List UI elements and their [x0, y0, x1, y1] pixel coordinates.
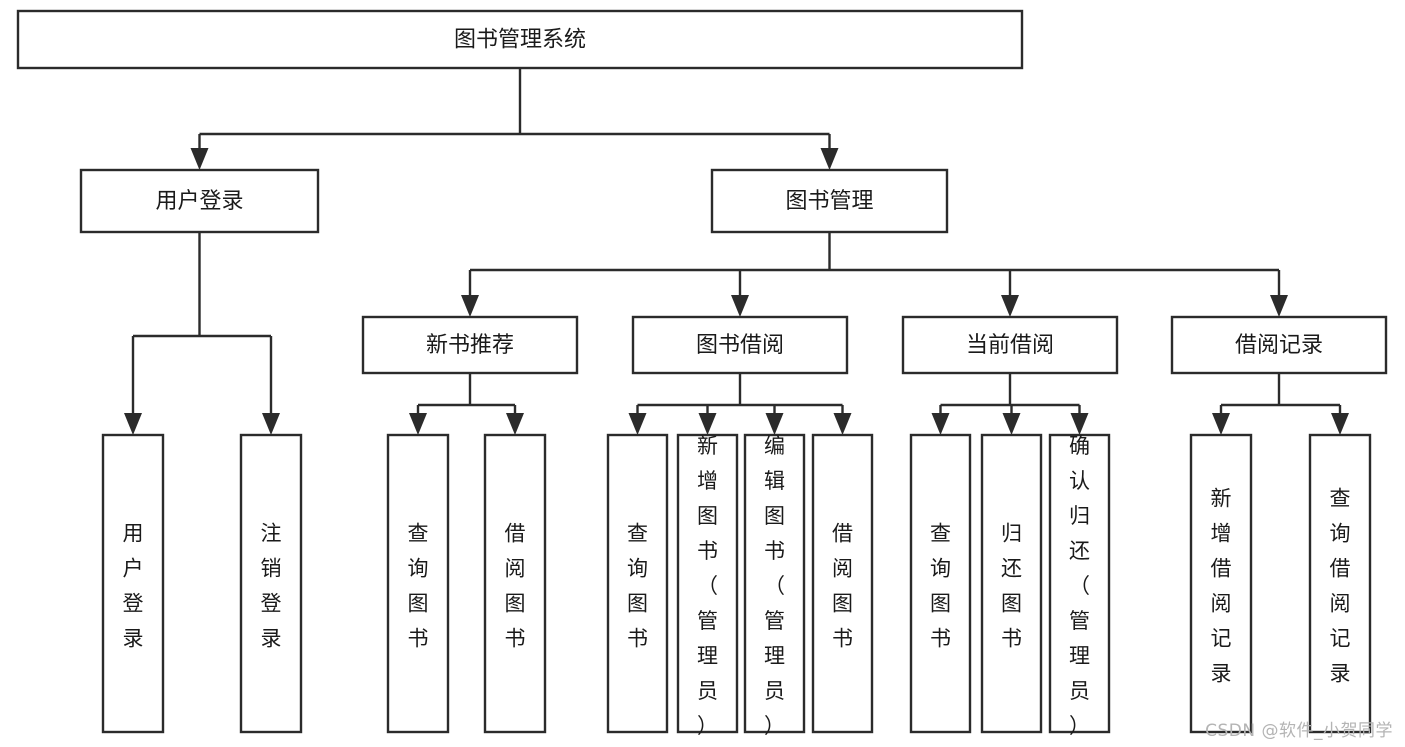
- arrow-head-icon: [506, 413, 524, 435]
- node-label: 注销登录: [261, 522, 282, 651]
- node-leaf-query-record[interactable]: 查询借阅记录: [1308, 433, 1372, 734]
- node-box: [483, 433, 547, 734]
- node-label: 图书管理: [785, 189, 873, 214]
- node-label: 查询图书: [930, 522, 951, 651]
- node-box: [631, 315, 849, 375]
- node-label: 新增图书（管理员）: [697, 434, 718, 738]
- node-box: [1048, 433, 1111, 734]
- node-box: [980, 433, 1043, 734]
- node-label: 新增借阅记录: [1211, 487, 1232, 686]
- node-box: [1308, 433, 1372, 734]
- node-box: [909, 433, 972, 734]
- node-box: [811, 433, 874, 734]
- node-box: [1189, 433, 1253, 734]
- arrow-head-icon: [1270, 295, 1288, 317]
- node-box: [676, 433, 739, 734]
- node-book-borrow[interactable]: 图书借阅: [631, 315, 849, 375]
- arrow-head-icon: [833, 413, 852, 435]
- arrow-head-icon: [820, 148, 839, 170]
- node-label: 查询图书: [408, 522, 429, 651]
- arrow-head-icon: [1070, 413, 1089, 435]
- node-box: [901, 315, 1119, 375]
- node-current-borrow[interactable]: 当前借阅: [901, 315, 1119, 375]
- node-label: 归还图书: [1001, 522, 1022, 651]
- node-label: 查询借阅记录: [1330, 487, 1351, 686]
- node-label: 确认归还（管理员）: [1069, 434, 1090, 738]
- node-root[interactable]: 图书管理系统: [16, 9, 1024, 70]
- node-box: [386, 433, 450, 734]
- node-leaf-confirm-return[interactable]: 确认归还（管理员）: [1048, 433, 1111, 738]
- arrow-head-icon: [731, 295, 749, 317]
- node-box: [743, 433, 806, 734]
- node-label: 用户登录: [155, 189, 243, 214]
- node-label: 用户登录: [123, 522, 144, 651]
- node-box: [101, 433, 165, 734]
- node-label: 图书借阅: [696, 333, 784, 358]
- node-leaf-query-book-1[interactable]: 查询图书: [386, 433, 450, 734]
- edge-layer: [124, 68, 1349, 435]
- node-label: 图书管理系统: [454, 28, 586, 53]
- node-leaf-edit-book[interactable]: 编辑图书（管理员）: [743, 433, 806, 738]
- node-label: 查询图书: [627, 522, 648, 651]
- node-label: 编辑图书（管理员）: [764, 434, 785, 738]
- node-new-book-rec[interactable]: 新书推荐: [361, 315, 579, 375]
- arrow-head-icon: [698, 413, 717, 435]
- node-label: 借阅记录: [1235, 333, 1323, 358]
- node-leaf-user-login[interactable]: 用户登录: [101, 433, 165, 734]
- node-borrow-record[interactable]: 借阅记录: [1170, 315, 1388, 375]
- arrow-head-icon: [628, 413, 647, 435]
- arrow-head-icon: [1331, 413, 1349, 435]
- node-leaf-logout[interactable]: 注销登录: [239, 433, 303, 734]
- node-label: 借阅图书: [832, 522, 853, 651]
- arrow-head-icon: [461, 295, 479, 317]
- node-box: [1170, 315, 1388, 375]
- arrow-head-icon: [931, 413, 950, 435]
- node-box: [606, 433, 669, 734]
- arrow-head-icon: [1001, 295, 1019, 317]
- node-box: [361, 315, 579, 375]
- arrow-head-icon: [765, 413, 784, 435]
- node-leaf-query-book-3[interactable]: 查询图书: [909, 433, 972, 734]
- node-box: [239, 433, 303, 734]
- node-leaf-borrow-book-2[interactable]: 借阅图书: [811, 433, 874, 734]
- node-book-manage[interactable]: 图书管理: [710, 168, 949, 234]
- node-leaf-return-book[interactable]: 归还图书: [980, 433, 1043, 734]
- node-label: 当前借阅: [966, 333, 1054, 358]
- node-user-login[interactable]: 用户登录: [79, 168, 320, 234]
- node-box: [710, 168, 949, 234]
- node-label: 新书推荐: [426, 333, 514, 358]
- arrow-head-icon: [262, 413, 280, 435]
- node-box: [79, 168, 320, 234]
- arrow-head-icon: [190, 148, 209, 170]
- node-box: [16, 9, 1024, 70]
- csdn-watermark: CSDN @软件_小贺同学: [1205, 721, 1393, 741]
- arrow-head-icon: [409, 413, 427, 435]
- node-leaf-query-book-2[interactable]: 查询图书: [606, 433, 669, 734]
- node-leaf-add-record[interactable]: 新增借阅记录: [1189, 433, 1253, 734]
- arrow-head-icon: [1002, 413, 1021, 435]
- node-label: 借阅图书: [505, 522, 526, 651]
- arrow-head-icon: [124, 413, 142, 435]
- arrow-head-icon: [1212, 413, 1230, 435]
- node-leaf-borrow-book-1[interactable]: 借阅图书: [483, 433, 547, 734]
- node-layer: 图书管理系统用户登录图书管理新书推荐图书借阅当前借阅借阅记录用户登录注销登录查询…: [16, 9, 1388, 738]
- node-leaf-add-book[interactable]: 新增图书（管理员）: [676, 433, 739, 738]
